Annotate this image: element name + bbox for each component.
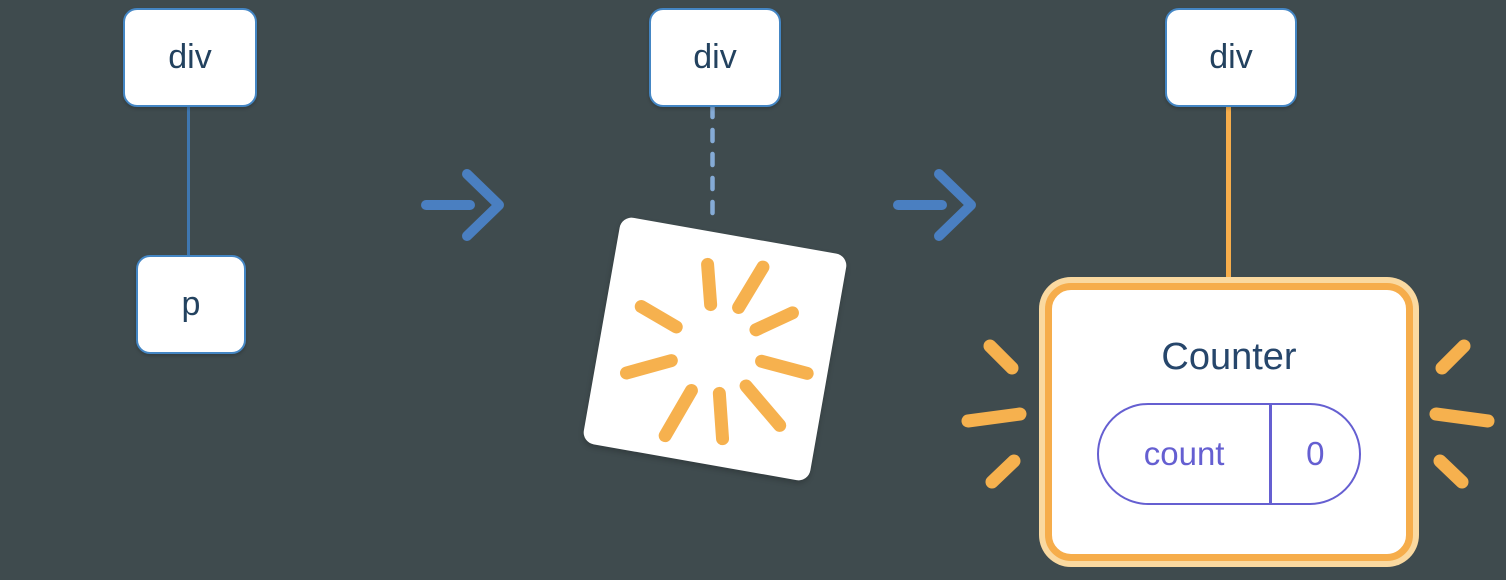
sparkle-dash-icon xyxy=(1429,339,1495,489)
counter-component-card: Counter count 0 xyxy=(1045,283,1413,561)
node-label: div xyxy=(1209,38,1253,76)
poof-burst-icon xyxy=(581,215,849,483)
state-pill: count 0 xyxy=(1097,403,1361,505)
state-key: count xyxy=(1143,435,1225,472)
sparkle-dash-icon xyxy=(961,339,1027,489)
node-div: div xyxy=(1165,8,1297,107)
node-p: p xyxy=(136,255,246,354)
component-title: Counter xyxy=(1161,336,1297,378)
node-div: div xyxy=(649,8,781,107)
arrow-right-icon xyxy=(421,169,504,241)
node-label: div xyxy=(693,38,737,76)
pill-divider xyxy=(1269,405,1272,503)
arrow-right-icon xyxy=(893,169,976,241)
burst-rays xyxy=(619,257,814,446)
node-label: div xyxy=(168,38,212,76)
state-value: 0 xyxy=(1306,435,1325,472)
node-div: div xyxy=(123,8,257,107)
node-label: p xyxy=(181,285,201,323)
